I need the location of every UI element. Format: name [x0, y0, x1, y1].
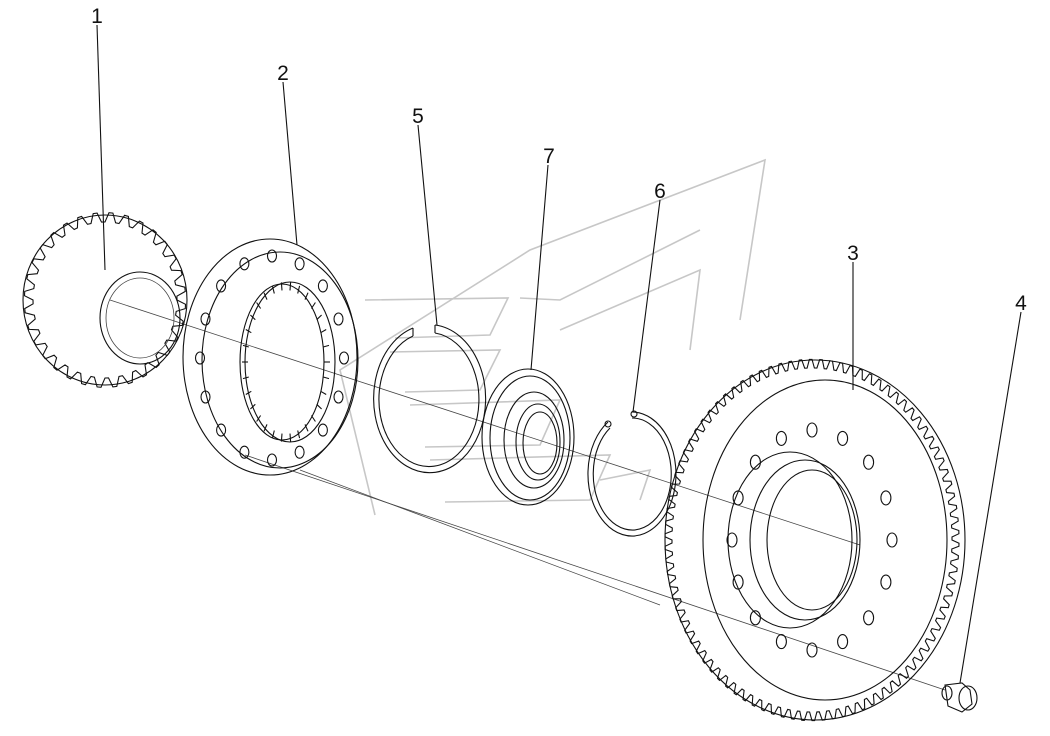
spline-tooth — [320, 329, 327, 334]
bolt-hole — [294, 445, 305, 459]
spline-tooth — [263, 424, 268, 432]
bolt-hole — [294, 257, 305, 271]
spline-tooth — [250, 314, 256, 321]
part-3-gear-teeth-outline — [664, 358, 960, 722]
bolt-hole — [726, 532, 738, 548]
bolt-hole — [333, 312, 344, 326]
spline-tooth — [242, 376, 249, 380]
part-7-seal-ring — [481, 368, 575, 506]
bolt-hole — [732, 574, 744, 590]
bolt-hole — [239, 257, 250, 271]
spline-tooth — [304, 424, 309, 432]
part-1-splined-gear — [22, 212, 188, 388]
spline-tooth — [297, 430, 301, 439]
spline-tooth — [304, 292, 309, 300]
part-1-gear-teeth-outline — [23, 212, 187, 388]
bolt-hole — [806, 422, 818, 438]
spline-tooth — [316, 403, 322, 410]
callout-5: 5 — [412, 105, 424, 128]
spline-tooth — [310, 415, 316, 422]
spline-tooth — [280, 282, 283, 291]
spline-tooth — [256, 415, 262, 422]
part-5-snap-ring — [373, 324, 487, 474]
leader-lines — [96, 24, 1022, 684]
spline-tooth — [280, 433, 283, 442]
callouts: 1 2 5 7 6 3 4 — [91, 5, 1027, 315]
part-3-teeth — [664, 358, 960, 722]
part-6-circlip — [587, 410, 677, 537]
part-2-bolt-holes — [194, 249, 350, 467]
spline-tooth — [297, 285, 301, 294]
callout-6: 6 — [654, 180, 666, 203]
callout-4: 4 — [1015, 292, 1027, 315]
part-2-inner-spline — [242, 282, 330, 442]
watermark-logo — [339, 158, 767, 516]
bolt-hole — [266, 453, 278, 467]
spline-tooth — [316, 314, 322, 321]
spline-tooth — [250, 403, 256, 410]
bolt-hole — [216, 279, 227, 293]
bolt-hole — [775, 634, 787, 650]
bolt-hole — [200, 390, 211, 404]
bolt-hole — [317, 279, 328, 293]
bolt-hole — [880, 490, 892, 506]
spline-tooth — [263, 292, 268, 300]
bolt-hole — [749, 454, 761, 470]
bolt-hole — [317, 423, 328, 437]
spline-tooth — [256, 302, 262, 309]
bolt-hole — [837, 430, 849, 446]
bolt-hole — [749, 610, 761, 626]
bolt-hole — [194, 351, 206, 365]
bolt-hole — [880, 574, 892, 590]
bolt-hole — [886, 532, 898, 548]
callout-3: 3 — [847, 242, 859, 265]
bolt-hole — [837, 634, 849, 650]
callout-1: 1 — [91, 5, 103, 28]
bolt-hole — [732, 490, 744, 506]
spline-tooth — [320, 390, 327, 395]
spline-tooth — [289, 433, 292, 442]
spline-tooth — [245, 390, 252, 395]
part-3-bolt-holes — [726, 422, 898, 658]
spline-tooth — [310, 302, 316, 309]
bolt-hole — [266, 249, 278, 263]
part-2-flange — [182, 238, 359, 476]
spline-tooth — [289, 282, 292, 291]
bolt-hole — [239, 445, 250, 459]
callout-7: 7 — [543, 145, 555, 168]
bolt-hole — [338, 351, 350, 365]
bolt-hole — [333, 390, 344, 404]
spline-tooth — [323, 344, 330, 348]
part-1-teeth — [23, 212, 187, 388]
part-3-large-gear — [664, 358, 966, 722]
callout-2: 2 — [277, 62, 289, 85]
bolt-hole — [863, 610, 875, 626]
spline-tooth — [323, 376, 330, 380]
bolt-hole — [216, 423, 227, 437]
spline-tooth — [245, 329, 252, 334]
assembly-axis-lines — [109, 299, 946, 691]
part-4-bolt — [941, 682, 978, 713]
spline-tooth — [242, 344, 249, 348]
spline-tooth — [271, 430, 275, 439]
spline-tooth — [271, 285, 275, 294]
bolt-hole — [200, 312, 211, 326]
bolt-hole — [806, 642, 818, 658]
bolt-hole — [775, 430, 787, 446]
bolt-hole — [863, 454, 875, 470]
